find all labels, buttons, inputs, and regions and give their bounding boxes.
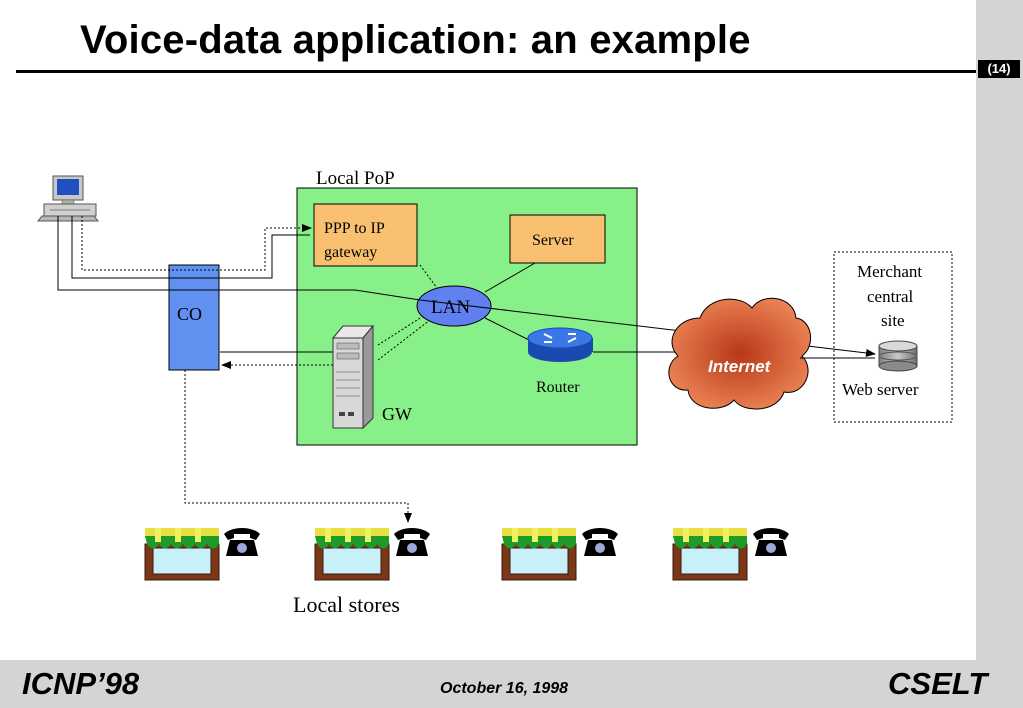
store-icon bbox=[314, 528, 390, 581]
internet-cloud-icon: Internet bbox=[668, 297, 811, 410]
server-box: Server bbox=[509, 214, 606, 264]
local-pop-label: Local PoP bbox=[316, 168, 395, 189]
local-stores-label: Local stores bbox=[293, 592, 400, 617]
lan-label: LAN bbox=[431, 297, 470, 318]
router-label: Router bbox=[536, 379, 580, 396]
internet-label: Internet bbox=[708, 357, 772, 376]
title-rule bbox=[16, 70, 976, 73]
merchant-label-line3: site bbox=[881, 311, 905, 330]
ppp-gateway-label-line2: gateway bbox=[324, 244, 377, 261]
footer-band bbox=[0, 660, 1023, 708]
page-title: Voice-data application: an example bbox=[80, 18, 751, 62]
merchant-label-line1: Merchant bbox=[857, 262, 922, 281]
merchant-label-line2: central bbox=[867, 287, 914, 306]
telephone-icon bbox=[394, 528, 430, 556]
web-server-label: Web server bbox=[842, 380, 919, 399]
database-icon bbox=[878, 340, 918, 372]
router-icon bbox=[527, 327, 593, 362]
server-label: Server bbox=[532, 232, 574, 249]
computer-icon bbox=[36, 175, 100, 222]
store-icon bbox=[672, 528, 748, 581]
store-icon bbox=[501, 528, 577, 581]
footer-conference: ICNP’98 bbox=[22, 666, 140, 701]
co-label: CO bbox=[177, 304, 202, 324]
gateway-tower-icon bbox=[331, 324, 375, 430]
right-margin-band bbox=[976, 0, 1023, 708]
telephone-icon bbox=[753, 528, 789, 556]
gw-label: GW bbox=[382, 404, 412, 424]
co-box: CO bbox=[168, 264, 220, 371]
footer-date: October 16, 1998 bbox=[440, 680, 569, 697]
page-number-badge: (14) bbox=[978, 60, 1020, 78]
lan-node: LAN bbox=[416, 285, 492, 327]
telephone-icon bbox=[582, 528, 618, 556]
telephone-icon bbox=[224, 528, 260, 556]
ppp-gateway-box: PPP to IP gateway bbox=[313, 203, 418, 267]
store-icon bbox=[144, 528, 220, 581]
ppp-gateway-label-line1: PPP to IP bbox=[324, 220, 385, 237]
footer-organization: CSELT bbox=[888, 666, 988, 701]
